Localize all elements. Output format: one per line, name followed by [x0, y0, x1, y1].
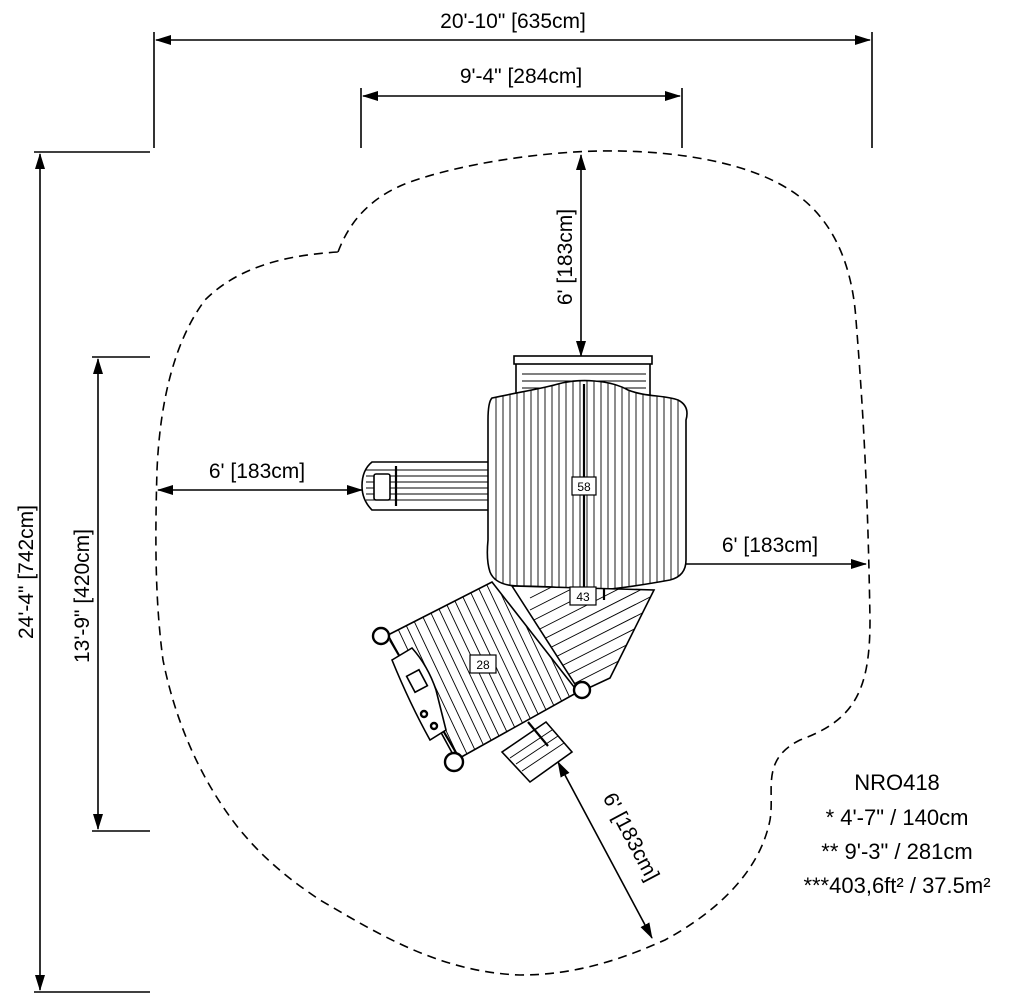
top-clearance-dimension: 6' [183cm] [554, 154, 586, 357]
model-info: NRO418 * 4'-7" / 140cm ** 9'-3" / 281cm … [803, 770, 990, 898]
inner-width-label: 9'-4" [284cm] [460, 65, 582, 88]
tag-connector-ramp: 43 [569, 586, 597, 606]
play-structure: 58 43 28 [361, 355, 688, 784]
model-number: NRO418 [854, 770, 940, 795]
overall-length-dimension: 24'-4" [742cm] [15, 151, 150, 993]
bottom-steps [500, 720, 574, 784]
overall-width-label: 20'-10" [635cm] [440, 10, 586, 33]
inner-length-dimension: 13'-9" [420cm] [71, 356, 150, 832]
svg-text:28: 28 [476, 658, 490, 672]
bottom-clearance-dimension: 6' [183cm] [557, 761, 663, 939]
right-clearance-dimension: 6' [183cm] [667, 534, 867, 569]
activity-panel [390, 646, 447, 742]
overall-width-dimension: 20'-10" [635cm] [153, 10, 873, 148]
left-clearance-label: 6' [183cm] [209, 460, 305, 483]
corner-post-west [371, 626, 391, 646]
top-clearance-label: 6' [183cm] [554, 209, 577, 305]
svg-text:43: 43 [576, 590, 590, 604]
use-zone-area: ***403,6ft² / 37.5m² [803, 873, 990, 898]
left-clearance-dimension: 6' [183cm] [157, 460, 363, 495]
svg-text:58: 58 [577, 480, 591, 494]
right-clearance-label: 6' [183cm] [722, 534, 818, 557]
corner-post-east [572, 680, 592, 700]
free-fall-height: * 4'-7" / 140cm [826, 805, 969, 830]
tag-upper-deck: 58 [571, 476, 597, 496]
inner-width-dimension: 9'-4" [284cm] [360, 65, 683, 148]
inner-length-label: 13'-9" [420cm] [71, 529, 94, 663]
safety-zone-outline [155, 150, 871, 976]
corner-post-south [443, 751, 465, 773]
overall-length-label: 24'-4" [742cm] [15, 505, 38, 639]
tag-lower-deck: 28 [469, 654, 497, 674]
overall-height: ** 9'-3" / 281cm [821, 839, 972, 864]
bottom-clearance-label: 6' [183cm] [598, 789, 663, 885]
slide [361, 461, 491, 511]
